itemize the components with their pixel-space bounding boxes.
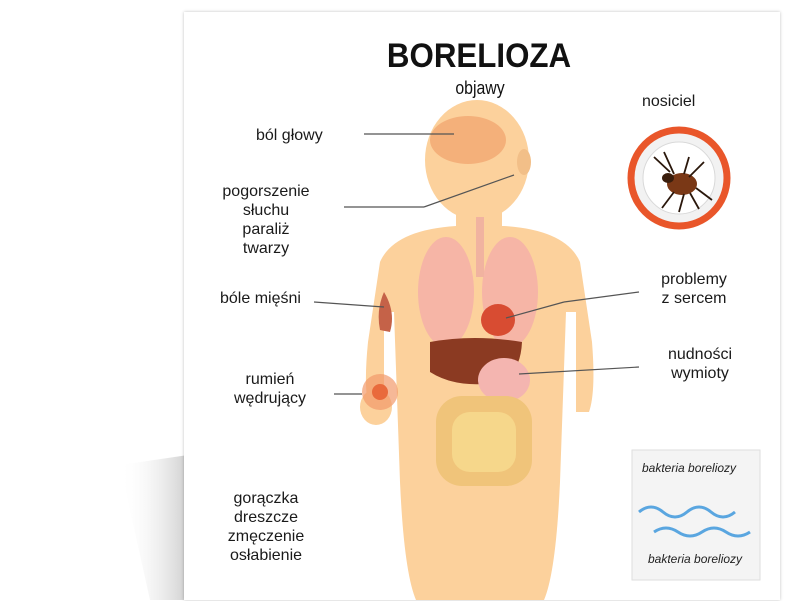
tick-carrier-badge	[631, 130, 727, 226]
bacteria-top-label: bakteria boreliozy	[642, 461, 736, 475]
label-general-line3: zmęczenie	[206, 527, 326, 546]
label-nausea-line2: wymioty	[650, 364, 750, 383]
lung-left-icon	[418, 237, 474, 347]
stomach-icon	[478, 358, 530, 402]
bacteria-bottom-label: bakteria boreliozy	[648, 552, 742, 566]
label-hearing-line4: twarzy	[196, 239, 336, 258]
label-heart-line1: problemy	[644, 270, 744, 289]
label-nausea: nudności wymioty	[650, 345, 750, 383]
label-muscle: bóle mięśni	[220, 289, 301, 308]
brain-icon	[430, 116, 506, 164]
label-heart-line2: z sercem	[644, 289, 744, 308]
label-general-line4: osłabienie	[206, 546, 326, 565]
label-hearing-line3: paraliż	[196, 220, 336, 239]
label-headache: ból głowy	[256, 126, 323, 145]
label-hearing-line2: słuchu	[196, 201, 336, 220]
heart-icon	[481, 304, 515, 336]
label-rash: rumień wędrujący	[210, 370, 330, 408]
label-carrier: nosiciel	[642, 92, 695, 111]
label-general-line2: dreszcze	[206, 508, 326, 527]
label-heart: problemy z sercem	[644, 270, 744, 308]
label-rash-line2: wędrujący	[210, 389, 330, 408]
label-general-line1: gorączka	[206, 489, 326, 508]
label-hearing-line1: pogorszenie	[196, 182, 336, 201]
infographic-card: BORELIOZA objawy ból głowy pogorszenie s…	[184, 12, 780, 600]
page-title: BORELIOZA	[205, 37, 753, 76]
label-hearing: pogorszenie słuchu paraliż twarzy	[196, 182, 336, 258]
label-nausea-line1: nudności	[650, 345, 750, 364]
label-general: gorączka dreszcze zmęczenie osłabienie	[206, 489, 326, 565]
label-rash-line1: rumień	[210, 370, 330, 389]
